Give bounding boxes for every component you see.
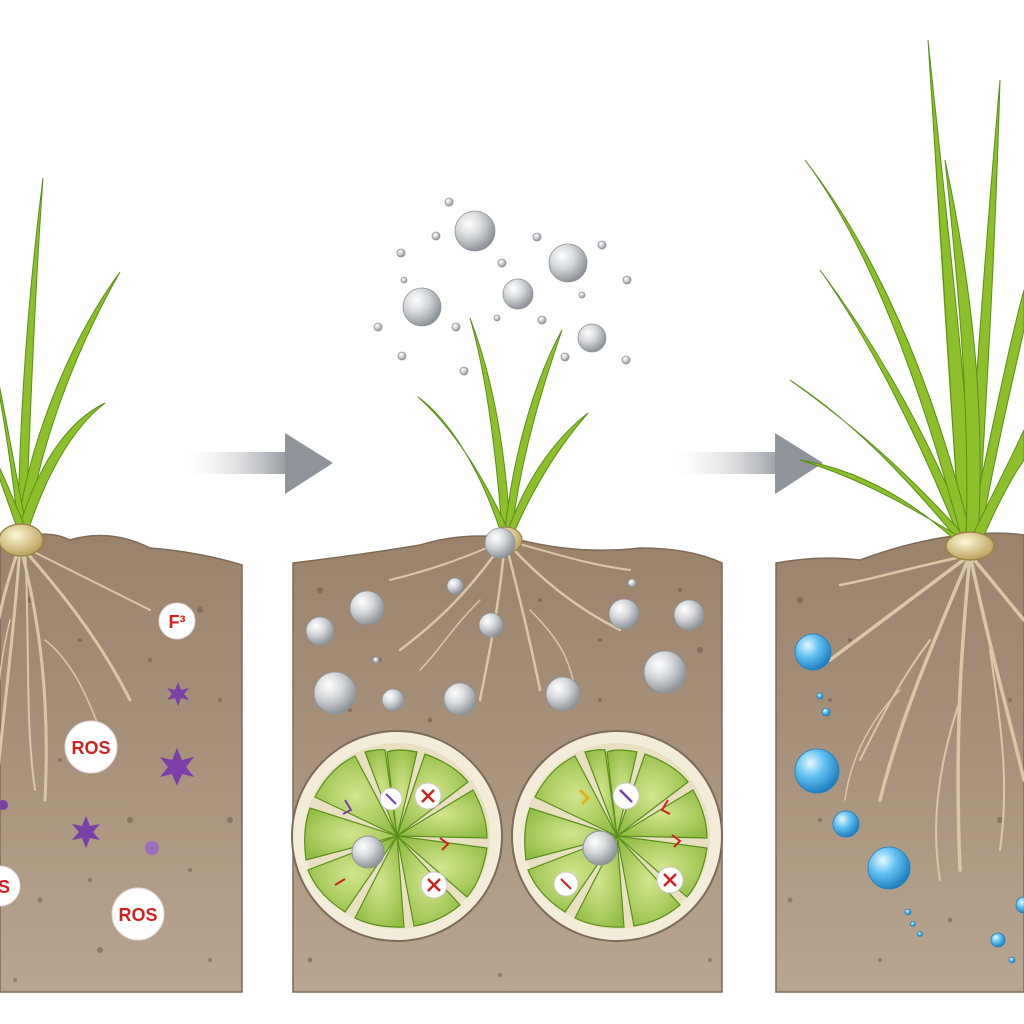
nanoparticle-icon [351, 835, 385, 869]
water-droplets [794, 633, 1024, 964]
grass-2 [417, 317, 589, 531]
soil-specks-3 [787, 597, 1012, 962]
nanoparticle-icon [305, 616, 335, 646]
nanoparticle-icon [545, 676, 581, 712]
soil-nanoparticles [305, 527, 705, 716]
soil-specks-2 [307, 587, 712, 977]
roots-1 [0, 543, 151, 802]
nanoparticle-icon [608, 598, 640, 630]
water-droplet-icon [990, 932, 1006, 948]
root-cross-section-left [291, 730, 503, 942]
water-droplet-icon [1015, 896, 1024, 914]
nanoparticle-icon [381, 688, 405, 712]
plant-base-3 [945, 531, 995, 561]
nanoparticle-icon [349, 590, 385, 626]
right-arrow-icon [665, 433, 823, 494]
nanoparticle-icon [454, 210, 496, 252]
panel-stressed-plant: F³ ROS ROS S [0, 177, 243, 993]
water-droplet-icon [794, 748, 840, 794]
panel-healthy-plant [775, 39, 1024, 993]
ros-marker-1: ROS [64, 720, 118, 774]
stressor-icon [145, 841, 159, 855]
ros-marker-3: S [0, 865, 21, 907]
root-cross-section-right [511, 730, 723, 942]
stressor-icon [160, 748, 194, 786]
ros-label-3: S [0, 877, 10, 897]
water-droplet-icon [867, 846, 911, 890]
ros-label-1: ROS [71, 738, 110, 758]
stressor-icon [0, 800, 8, 810]
plant-base-1 [0, 523, 44, 557]
nanoparticle-icon [443, 682, 477, 716]
nanoparticle-icon [484, 527, 516, 559]
ros-marker-2: ROS [111, 887, 165, 941]
right-arrow-icon [175, 433, 333, 494]
stressor-icon [167, 682, 189, 706]
nanoparticle-icon [582, 830, 618, 866]
nanoparticle-icon [313, 671, 357, 715]
stress-ion-marker: F³ [158, 602, 196, 640]
nanoparticle-icon [548, 243, 588, 283]
stressor-particles [0, 682, 194, 855]
damaged-organelles [334, 782, 450, 899]
nanoparticle-icon [478, 612, 504, 638]
water-droplet-icon [832, 810, 860, 838]
nanoparticle-icon [502, 278, 534, 310]
stressor-icon [72, 816, 100, 848]
roots-3 [828, 553, 1024, 881]
airborne-nanoparticles [373, 197, 632, 376]
stress-ion-label: F³ [169, 612, 186, 632]
damaged-organelles [553, 782, 684, 897]
nanoparticle-icon [402, 287, 442, 327]
soil-block-1 [0, 533, 243, 993]
nanoparticle-icon [577, 323, 607, 353]
nanoparticle-icon [643, 650, 687, 694]
soil-specks-1 [13, 597, 233, 982]
grass-1 [0, 177, 121, 526]
ros-label-2: ROS [118, 905, 157, 925]
water-droplet-icon [794, 633, 832, 671]
grass-3 [789, 39, 1024, 541]
nanoparticle-icon [673, 599, 705, 631]
panel-nanoparticle-treatment [291, 197, 723, 993]
